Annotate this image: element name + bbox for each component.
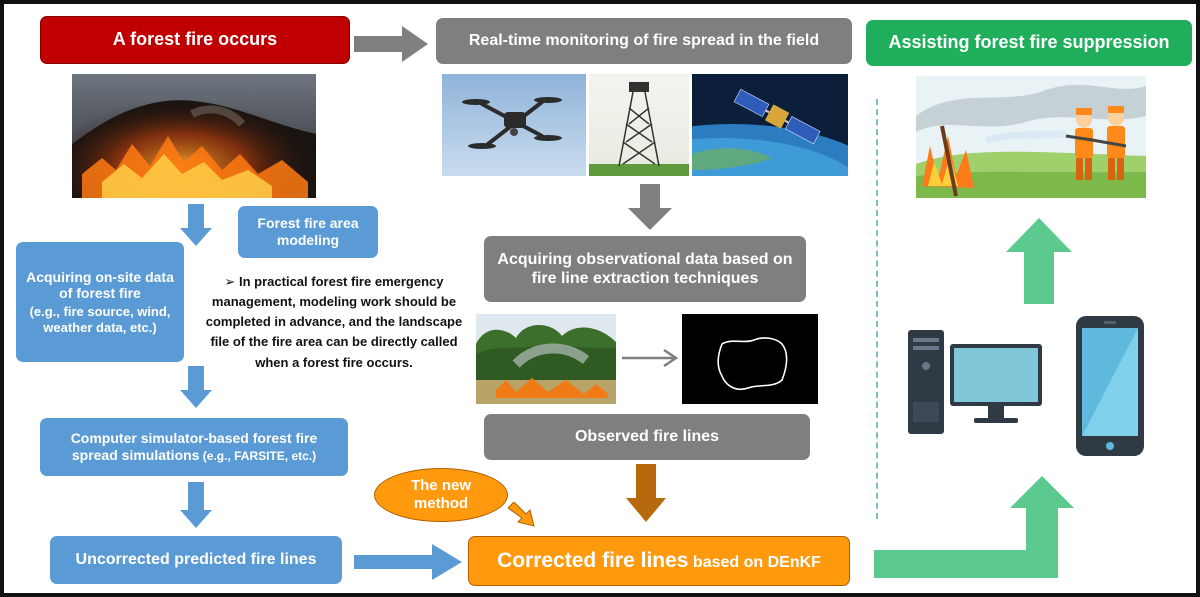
- box-acquiring-observational-label: Acquiring observational data based on fi…: [497, 250, 793, 287]
- dashed-divider: [876, 99, 878, 519]
- box-simulation-main: spread simulations: [71, 447, 200, 463]
- arrow-occurs-to-monitoring: [354, 26, 428, 62]
- arrow-new-method-to-corrected: [508, 502, 535, 527]
- box-acquiring-observational: Acquiring observational data based on fi…: [484, 236, 806, 302]
- box-simulation-line2: spread simulations (e.g., FARSITE, etc.): [72, 447, 316, 464]
- drone-photo: [442, 74, 586, 176]
- box-simulation-example: (e.g., FARSITE, etc.): [199, 449, 317, 463]
- box-observed-fire-lines-label: Observed fire lines: [574, 428, 720, 446]
- box-onsite-data-title: Acquiring on-site data of forest fire: [26, 268, 174, 302]
- corrected-sub-label: based on DEnKF: [688, 554, 821, 572]
- arrow-uncorrected-to-corrected: [354, 544, 462, 580]
- firefighters-illustration: [916, 76, 1146, 198]
- smartphone-icon: [1074, 314, 1146, 458]
- box-forest-fire-occurs: A forest fire occurs: [40, 16, 350, 64]
- box-simulation-title: Computer simulator-based forest fire: [70, 430, 318, 447]
- arrow-photos-to-acquiring: [628, 184, 672, 230]
- box-corrected-fire-lines: Corrected fire lines based on DEnKF: [468, 536, 850, 586]
- bullet-icon: ➢: [224, 274, 236, 289]
- arrow-observed-to-corrected: [626, 464, 666, 522]
- callout-new-method-label: The new method: [410, 477, 471, 512]
- box-corrected-fire-lines-text: Corrected fire lines based on DEnKF: [497, 548, 821, 573]
- box-uncorrected: Uncorrected predicted fire lines: [50, 536, 342, 584]
- modeling-note: ➢ In practical forest fire emergency man…: [200, 272, 468, 373]
- grass-fire-photo: [476, 314, 616, 404]
- box-simulation: Computer simulator-based forest fire spr…: [40, 418, 348, 476]
- modeling-note-text: In practical forest fire emergency manag…: [205, 274, 463, 370]
- extracted-fire-line-image: [682, 314, 818, 404]
- watch-tower-photo: [589, 74, 689, 176]
- box-forest-fire-occurs-label: A forest fire occurs: [112, 29, 278, 50]
- box-observed-fire-lines: Observed fire lines: [484, 414, 810, 460]
- arrow-photo-to-onsite: [180, 204, 212, 246]
- arrow-photo-to-extracted: [622, 348, 679, 368]
- satellite-photo: [692, 74, 848, 176]
- box-area-modeling-label: Forest fire area modeling: [257, 215, 359, 248]
- box-realtime-monitoring-label: Real-time monitoring of fire spread in t…: [468, 32, 820, 50]
- arrow-devices-to-suppression: [1006, 218, 1072, 304]
- box-onsite-data-examples: (e.g., fire source, wind, weather data, …: [29, 304, 171, 335]
- desktop-computer-icon: [902, 318, 1046, 442]
- box-area-modeling: Forest fire area modeling: [238, 206, 378, 258]
- arrow-corrected-to-devices: [874, 476, 1074, 578]
- arrow-onsite-to-simulation: [180, 366, 212, 408]
- corrected-main-label: Corrected fire lines: [497, 549, 689, 573]
- box-realtime-monitoring: Real-time monitoring of fire spread in t…: [436, 18, 852, 64]
- box-assisting-suppression-label: Assisting forest fire suppression: [888, 32, 1170, 53]
- forest-fire-photo: [72, 74, 316, 198]
- callout-new-method: The new method: [374, 468, 508, 522]
- box-assisting-suppression: Assisting forest fire suppression: [866, 20, 1192, 66]
- arrow-simulation-to-uncorrected: [180, 482, 212, 528]
- box-uncorrected-label: Uncorrected predicted fire lines: [75, 551, 317, 569]
- box-onsite-data: Acquiring on-site data of forest fire (e…: [16, 242, 184, 362]
